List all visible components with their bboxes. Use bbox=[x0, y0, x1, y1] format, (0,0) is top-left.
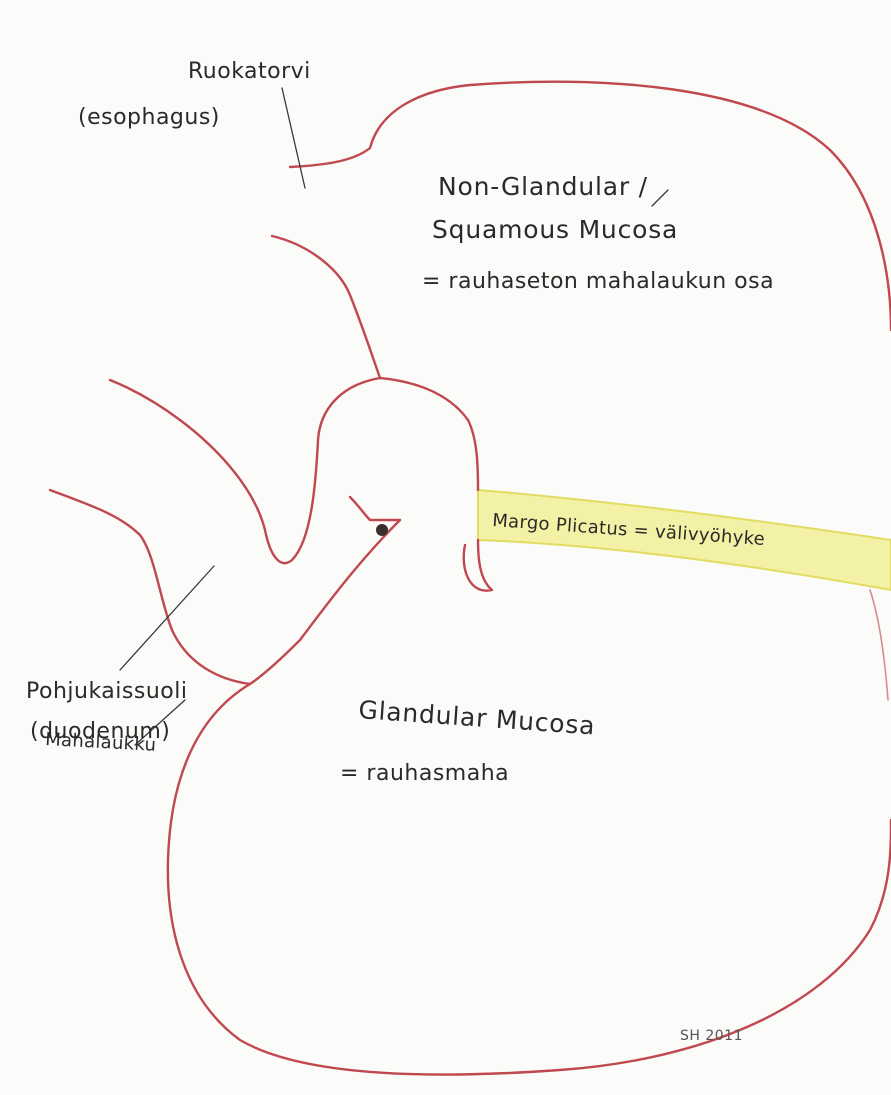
esophagus-label-en: (esophagus) bbox=[78, 105, 220, 130]
non-glandular-label-line2: Squamous Mucosa bbox=[432, 215, 678, 244]
pylorus-opening bbox=[376, 524, 388, 536]
signature: SH 2011 bbox=[680, 1028, 743, 1044]
esophagus-label-fi: Ruokatorvi bbox=[188, 59, 311, 84]
upper-region-lower-boundary bbox=[380, 378, 478, 490]
esophagus-pointer bbox=[282, 88, 305, 188]
pylorus-loop-outline bbox=[110, 378, 380, 563]
esophagus-lower-wall bbox=[272, 236, 380, 378]
glandular-label: Glandular Mucosa bbox=[358, 695, 597, 740]
duodenum-label-fi: Pohjukaissuoli bbox=[26, 679, 187, 704]
glandular-label-fi: = rauhasmaha bbox=[340, 761, 509, 786]
non-glandular-label-line1: Non-Glandular / bbox=[438, 172, 648, 201]
lesser-curvature-line bbox=[250, 497, 400, 684]
non-glandular-pointer bbox=[652, 190, 668, 206]
glandular-inner-right-edge bbox=[870, 590, 888, 700]
non-glandular-label-fi: = rauhaseton mahalaukun osa bbox=[422, 269, 774, 294]
greater-curvature-outline bbox=[168, 684, 891, 1075]
duodenum-pointer bbox=[120, 566, 214, 670]
duodenum-outer-wall bbox=[50, 490, 250, 684]
stomach-label-fi: Mahalaukku bbox=[45, 729, 157, 756]
glandular-region-outline bbox=[464, 540, 492, 591]
